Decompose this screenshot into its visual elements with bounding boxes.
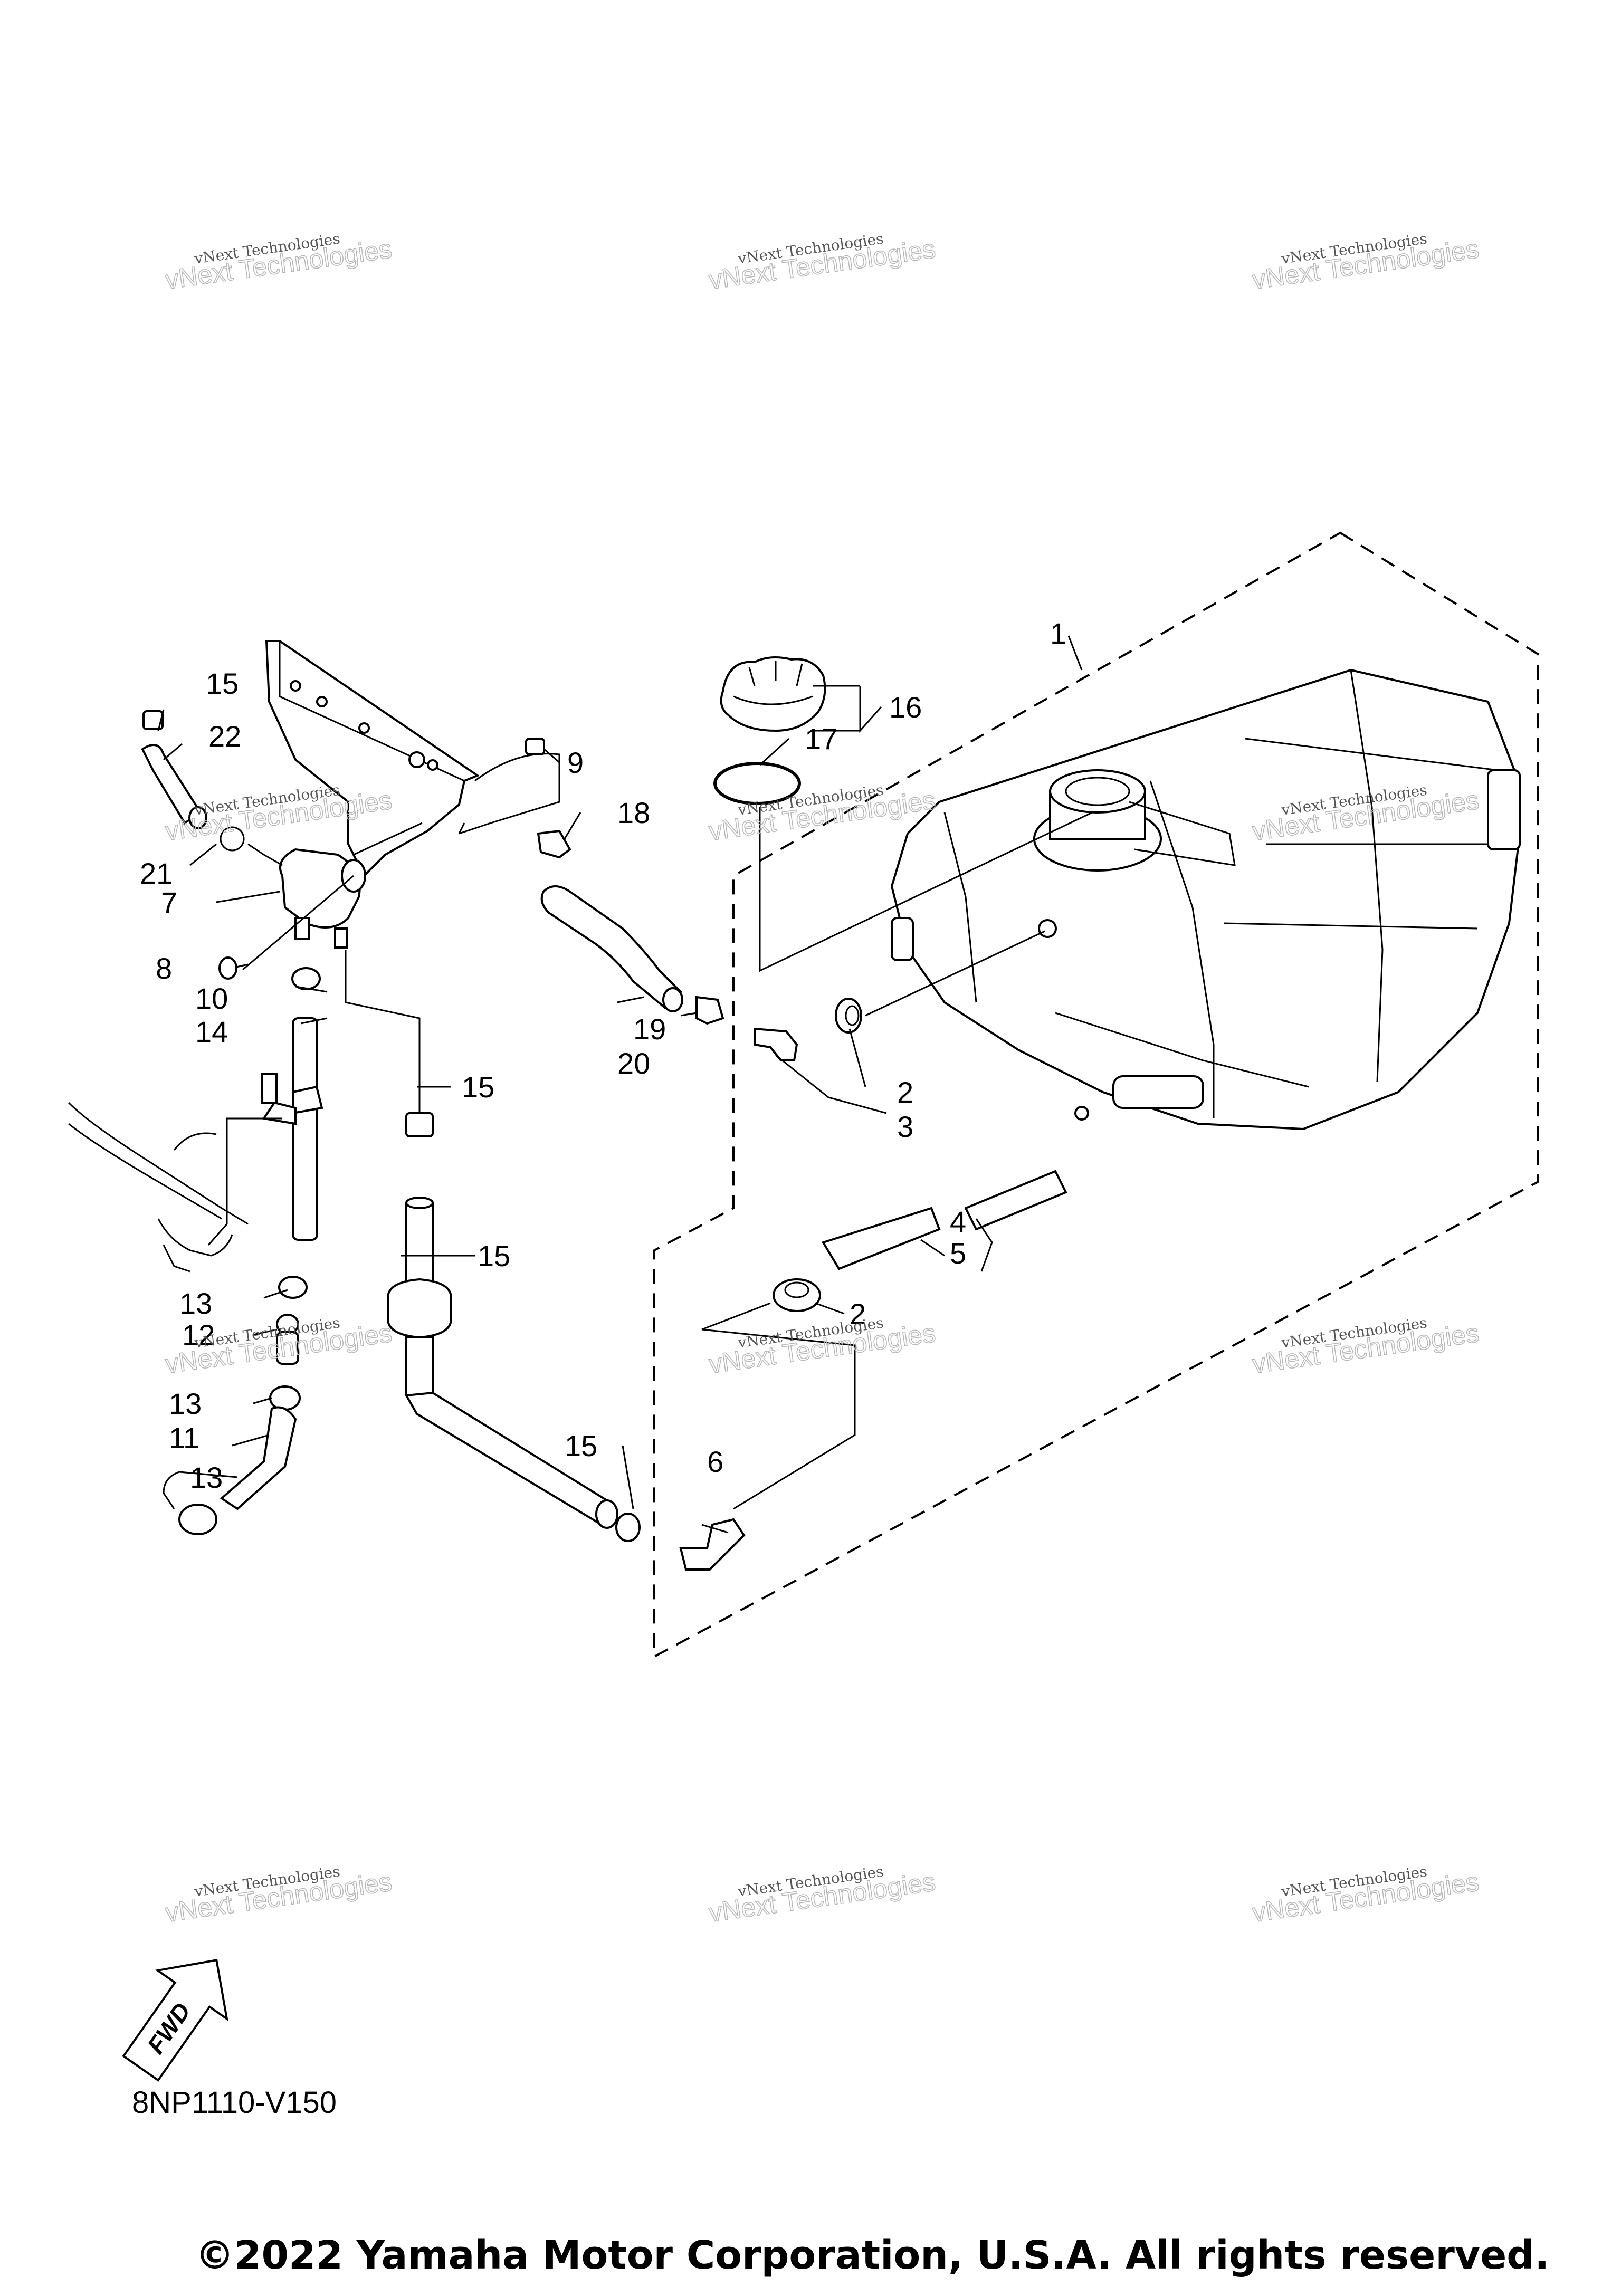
label-14: 14 <box>195 1015 228 1048</box>
forward-arrow-icon: FWD <box>122 1959 228 2082</box>
grommet-lower <box>773 1278 821 1312</box>
label-9: 9 <box>567 746 584 779</box>
assembly-boundary <box>653 531 1539 1659</box>
label-12: 12 <box>182 1318 215 1352</box>
fuel-cap <box>720 656 826 732</box>
frame-lower <box>68 1102 249 1273</box>
copyright-notice: ©2022 Yamaha Motor Corporation, U.S.A. A… <box>195 2233 1549 2278</box>
label-15: 15 <box>565 1429 597 1462</box>
part-labels: 1 2 2 3 4 5 6 7 8 9 10 11 12 13 13 13 14… <box>140 617 1066 1494</box>
fuel-pump <box>247 843 366 949</box>
frame-bracket <box>265 640 560 878</box>
hose-clamp <box>537 829 571 859</box>
vent-hose <box>540 885 683 1012</box>
label-15: 15 <box>462 1070 494 1104</box>
screw <box>218 956 249 980</box>
label-11: 11 <box>169 1421 199 1455</box>
label-23: 22 <box>208 720 241 753</box>
label-10: 10 <box>195 982 228 1015</box>
clamp-small <box>695 996 724 1025</box>
label-15: 15 <box>206 667 239 700</box>
label-17: 16 <box>889 691 922 724</box>
label-13: 13 <box>190 1461 223 1494</box>
label-21: 20 <box>617 1047 650 1080</box>
label-4: 4 <box>950 1205 966 1238</box>
fuel-filter-line <box>387 1112 641 1542</box>
fuel-pipe <box>821 1170 1067 1270</box>
label-1: 1 <box>1050 617 1066 650</box>
label-3: 3 <box>897 1110 913 1143</box>
nut <box>525 738 545 755</box>
hose-chain-left <box>178 967 323 1535</box>
label-19: 18 <box>617 796 650 829</box>
label-7: 7 <box>161 886 177 919</box>
cap-seal-ring <box>713 762 801 805</box>
label-13: 13 <box>169 1387 202 1420</box>
label-22: 21 <box>140 857 173 890</box>
label-13: 13 <box>179 1287 212 1320</box>
leader-lines <box>157 635 1093 1534</box>
outlet-fitting <box>679 1518 746 1571</box>
label-8: 8 <box>156 952 172 985</box>
label-16: 15 <box>478 1239 510 1273</box>
diagram-code: 8NP1110-V150 <box>132 2085 337 2120</box>
label-6: 6 <box>707 1445 723 1478</box>
label-5: 5 <box>950 1237 966 1270</box>
label-20: 19 <box>633 1012 666 1046</box>
label-18: 17 <box>805 722 837 755</box>
label-2: 2 <box>850 1297 866 1331</box>
hose-assembly-upper-left <box>141 710 245 852</box>
elbow-fitting <box>754 1027 798 1061</box>
grommet-upper <box>835 998 862 1034</box>
fuel-tank <box>890 668 1521 1131</box>
label-2: 2 <box>897 1076 913 1109</box>
